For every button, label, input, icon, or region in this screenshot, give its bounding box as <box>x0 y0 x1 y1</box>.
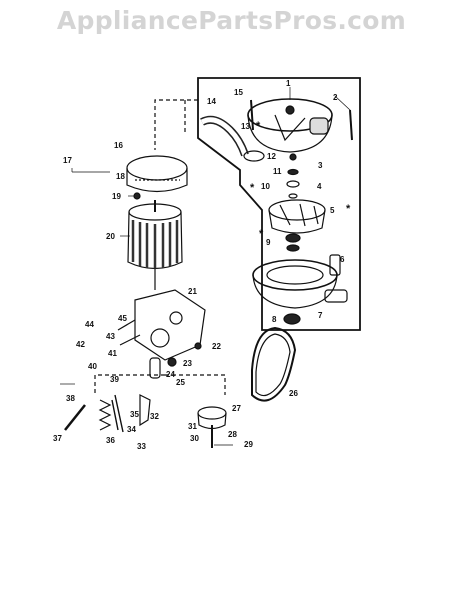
callout-3: 3 <box>318 161 323 170</box>
callout-23: 23 <box>183 359 192 368</box>
callout-40: 40 <box>88 362 97 371</box>
asterisk-3: * <box>346 203 351 215</box>
callout-36: 36 <box>106 436 115 445</box>
callout-39: 39 <box>110 375 119 384</box>
callout-11: 11 <box>273 167 282 176</box>
callout-12: 12 <box>267 152 276 161</box>
callout-13: 13 <box>241 122 250 131</box>
pulley <box>197 406 227 448</box>
callout-45: 45 <box>118 314 127 323</box>
callout-24: 24 <box>166 370 175 379</box>
callout-4: 4 <box>317 182 322 191</box>
pump-assembly-border <box>197 77 361 331</box>
callout-10: 10 <box>261 182 270 191</box>
callout-28: 28 <box>228 430 237 439</box>
callout-20: 20 <box>106 232 115 241</box>
impeller <box>268 199 326 234</box>
callout-25: 25 <box>176 378 185 387</box>
callout-18: 18 <box>116 172 125 181</box>
callout-labels: 1 2 3 4 5 6 7 8 9 10 11 12 13 14 15 16 1… <box>53 79 351 451</box>
callout-30: 30 <box>190 434 199 443</box>
callout-6: 6 <box>340 255 345 264</box>
callout-41: 41 <box>108 349 117 358</box>
clamp <box>243 150 265 162</box>
callout-42: 42 <box>76 340 85 349</box>
callout-16: 16 <box>114 141 123 150</box>
callout-38: 38 <box>66 394 75 403</box>
callout-37: 37 <box>53 434 62 443</box>
callout-27: 27 <box>232 404 241 413</box>
callout-19: 19 <box>112 192 121 201</box>
callout-32: 32 <box>150 412 159 421</box>
callout-22: 22 <box>212 342 221 351</box>
motor-leader-dashed <box>154 99 198 150</box>
drive-belt <box>251 326 297 402</box>
callout-29: 29 <box>244 440 253 449</box>
callout-31: 31 <box>188 422 197 431</box>
callout-2: 2 <box>333 93 338 102</box>
asterisk-2: * <box>250 182 255 194</box>
pump-cover <box>247 98 333 153</box>
motor <box>127 200 183 290</box>
callout-35: 35 <box>130 410 139 419</box>
motor-mount-plate <box>126 155 188 193</box>
callout-9: 9 <box>266 238 271 247</box>
callout-14: 14 <box>207 97 216 106</box>
watermark-logo: AppliancePartsPros.com <box>56 6 407 35</box>
callout-44: 44 <box>85 320 94 329</box>
callout-15: 15 <box>234 88 243 97</box>
callout-1: 1 <box>286 79 291 88</box>
asterisk-4: * <box>259 228 264 240</box>
callout-21: 21 <box>188 287 197 296</box>
callout-26: 26 <box>289 389 298 398</box>
callout-7: 7 <box>318 311 323 320</box>
pump-base <box>252 259 348 309</box>
callout-8: 8 <box>272 315 277 324</box>
asterisk-1: * <box>256 120 261 132</box>
callout-34: 34 <box>127 425 136 434</box>
callout-33: 33 <box>137 442 146 451</box>
callout-5: 5 <box>330 206 335 215</box>
callout-17: 17 <box>63 156 72 165</box>
drive-bracket <box>117 289 206 361</box>
callout-43: 43 <box>106 332 115 341</box>
drive-leader-dashed <box>94 374 226 395</box>
